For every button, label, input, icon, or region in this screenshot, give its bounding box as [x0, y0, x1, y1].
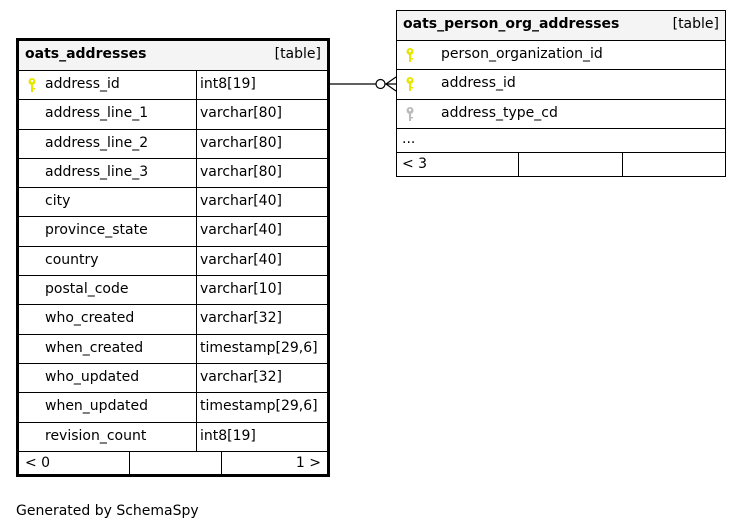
key-icon — [405, 47, 415, 63]
column-type: varchar[40] — [200, 251, 282, 268]
key-icon — [27, 77, 37, 93]
table-kind: [table] — [274, 46, 321, 62]
column-name: person_organization_id — [441, 46, 603, 62]
column-type: int8[19] — [200, 427, 256, 444]
column-row[interactable]: postal_code varchar[10] — [19, 276, 327, 306]
column-type: timestamp[29,6] — [200, 339, 318, 356]
column-type: varchar[40] — [200, 193, 282, 210]
column-type: varchar[80] — [200, 163, 282, 180]
column-name: address_id — [441, 75, 516, 92]
column-row[interactable]: address_type_cd — [397, 100, 725, 129]
column-row[interactable]: address_id — [397, 70, 725, 100]
column-row[interactable]: address_line_1 varchar[80] — [19, 100, 327, 130]
foreign-key-icon — [405, 106, 415, 122]
column-name: country — [45, 251, 99, 268]
column-name: revision_count — [45, 427, 147, 444]
column-row[interactable]: who_created varchar[32] — [19, 305, 327, 335]
column-name: address_line_1 — [45, 105, 149, 122]
table-ellipsis-row: ... — [397, 129, 725, 153]
column-row[interactable]: when_created timestamp[29,6] — [19, 334, 327, 364]
column-type: int8[19] — [200, 76, 256, 92]
column-name: address_line_2 — [45, 134, 149, 151]
footer-right: 1 > — [295, 454, 321, 471]
table-oats-person-org-addresses[interactable]: oats_person_org_addresses [table] person… — [396, 10, 726, 177]
column-name: address_id — [45, 76, 120, 92]
column-row[interactable]: address_id int8[19] — [19, 71, 327, 101]
column-row[interactable]: province_state varchar[40] — [19, 217, 327, 247]
column-type: varchar[10] — [200, 281, 282, 298]
table-header: oats_person_org_addresses [table] — [397, 11, 725, 41]
table-header: oats_addresses [table] — [19, 41, 327, 71]
table-name: oats_person_org_addresses — [403, 16, 620, 32]
column-type: varchar[32] — [200, 368, 282, 385]
column-type: timestamp[29,6] — [200, 398, 318, 415]
column-name: address_type_cd — [441, 104, 558, 121]
column-type: varchar[80] — [200, 134, 282, 151]
column-type: varchar[32] — [200, 310, 282, 327]
column-name: when_updated — [45, 398, 149, 415]
table-name: oats_addresses — [25, 46, 147, 62]
column-name: postal_code — [45, 281, 129, 298]
table-kind: [table] — [672, 16, 719, 32]
column-row[interactable]: when_updated timestamp[29,6] — [19, 393, 327, 423]
column-row[interactable]: who_updated varchar[32] — [19, 363, 327, 394]
column-type: varchar[80] — [200, 105, 282, 122]
column-row[interactable]: person_organization_id — [397, 41, 725, 71]
table-oats-addresses[interactable]: oats_addresses [table] address_id int8[19… — [16, 38, 330, 477]
footer-left: < 0 — [25, 454, 51, 471]
column-name: when_created — [45, 339, 144, 356]
column-row[interactable]: city varchar[40] — [19, 188, 327, 218]
column-name: who_updated — [45, 368, 140, 385]
column-name: city — [45, 193, 71, 210]
column-name: who_created — [45, 310, 135, 327]
key-icon — [405, 76, 415, 92]
column-name: province_state — [45, 222, 148, 239]
generated-by-caption: Generated by SchemaSpy — [16, 503, 199, 519]
column-row[interactable]: country varchar[40] — [19, 246, 327, 277]
table-footer: < 3 — [397, 152, 725, 176]
column-row[interactable]: address_line_2 varchar[80] — [19, 129, 327, 159]
column-row[interactable]: address_line_3 varchar[80] — [19, 158, 327, 189]
column-name: address_line_3 — [45, 163, 149, 180]
footer-left: < 3 — [402, 155, 428, 172]
table-footer: < 0 1 > — [19, 451, 327, 476]
column-row[interactable]: revision_count int8[19] — [19, 422, 327, 452]
column-type: varchar[40] — [200, 222, 282, 239]
ellipsis-text: ... — [402, 130, 416, 147]
